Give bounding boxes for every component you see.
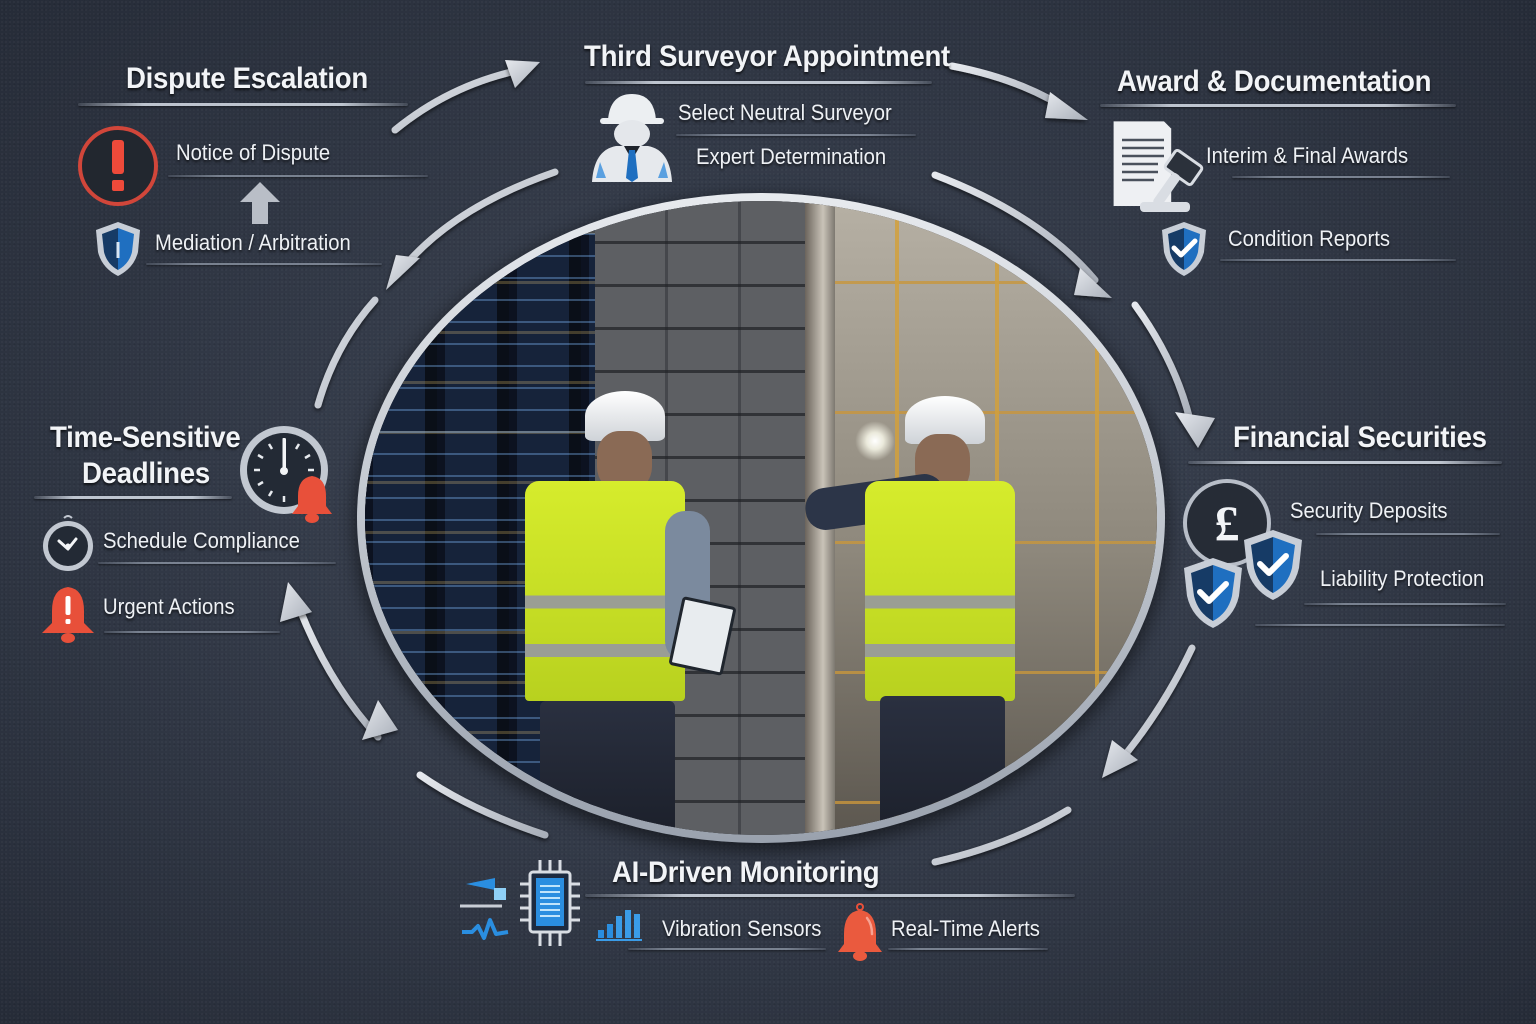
arrowhead-2 — [1045, 92, 1088, 120]
real-time-alerts-label: Real-Time Alerts — [891, 916, 1040, 941]
third-surveyor-title: Third Surveyor Appointment — [584, 40, 950, 73]
shield-check-icon — [1184, 558, 1242, 628]
ai-monitoring-rule — [585, 894, 1075, 897]
arrowhead-8 — [280, 582, 312, 622]
schedule-compliance-label: Schedule Compliance — [103, 528, 300, 553]
document-gavel-icon — [1113, 121, 1204, 212]
award-documentation-title: Award & Documentation — [1117, 65, 1432, 98]
expert-determination-label: Expert Determination — [696, 144, 887, 169]
arrow-third-to-award — [948, 62, 1064, 109]
condition-reports-rule — [1220, 259, 1456, 261]
urgent-actions-rule — [104, 631, 280, 633]
surveyor-right — [802, 396, 1065, 835]
shield-check-icon — [1162, 222, 1206, 276]
dispute-escalation-rule — [78, 103, 408, 106]
liability-protection-label: Liability Protection — [1320, 566, 1485, 591]
arrow-up-icon — [240, 182, 280, 224]
notice-of-dispute-label: Notice of Dispute — [176, 140, 331, 165]
deadlines-title-line2: Deadlines — [82, 457, 210, 490]
exclamation-circle-icon — [78, 126, 158, 206]
dispute-escalation-title: Dispute Escalation — [126, 62, 368, 95]
alert-bell-icon — [42, 587, 94, 643]
arrowhead-5 — [1175, 412, 1215, 448]
vibration-sensors-rule — [628, 948, 826, 950]
deadlines-rule — [34, 496, 232, 499]
select-neutral-surveyor-rule — [676, 134, 916, 136]
shield-check-icon — [1244, 530, 1302, 600]
interim-final-awards-rule — [1232, 176, 1450, 178]
third-surveyor-rule — [585, 81, 932, 84]
schedule-compliance-rule — [98, 562, 336, 564]
liability-protection-rule — [1304, 603, 1506, 605]
stopwatch-icon — [43, 515, 93, 571]
bell-icon — [838, 903, 882, 961]
condition-reports-label: Condition Reports — [1228, 226, 1391, 251]
urgent-actions-label: Urgent Actions — [103, 594, 235, 619]
vibration-sensors-label: Vibration Sensors — [662, 916, 822, 941]
financial-securities-bottom-rule — [1255, 624, 1505, 626]
interim-final-awards-label: Interim & Final Awards — [1206, 143, 1409, 168]
chip-icon — [460, 860, 580, 946]
mediation-arbitration-label: Mediation / Arbitration — [155, 230, 351, 255]
award-documentation-rule — [1100, 104, 1456, 107]
mediation-arbitration-rule — [146, 263, 382, 265]
security-deposits-rule — [1316, 533, 1500, 535]
surveyor-left — [515, 391, 745, 835]
security-deposits-label: Security Deposits — [1290, 498, 1448, 523]
deadlines-title-line1: Time-Sensitive — [50, 421, 241, 454]
shield-icon — [96, 222, 140, 276]
select-neutral-surveyor-label: Select Neutral Surveyor — [678, 100, 892, 125]
center-photo — [365, 201, 1157, 835]
financial-securities-rule — [1188, 461, 1502, 464]
ai-monitoring-title: AI-Driven Monitoring — [612, 856, 880, 889]
arrowhead-1 — [505, 60, 540, 88]
surveyor-person-icon — [592, 94, 672, 182]
clock-alarm-icon — [240, 426, 332, 523]
financial-securities-title: Financial Securities — [1233, 421, 1487, 454]
bar-chart-icon — [596, 910, 642, 941]
notice-of-dispute-rule — [168, 175, 428, 177]
svg-text:£: £ — [1215, 495, 1240, 551]
arrow-dispute-to-third — [391, 66, 524, 134]
real-time-alerts-rule — [888, 948, 1048, 950]
